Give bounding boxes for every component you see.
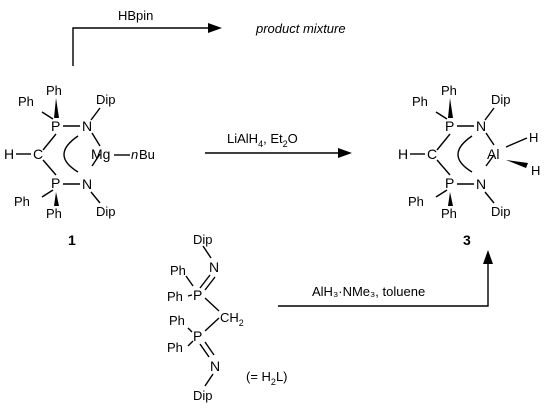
bottom-reagent: AlH₃·NMe₃, toluene bbox=[312, 284, 425, 299]
c1-n-lower: N bbox=[82, 176, 92, 192]
c3-dip-upper: Dip bbox=[491, 92, 511, 107]
lig-ph-2: Ph bbox=[167, 289, 183, 304]
c3-h-upper: H bbox=[529, 130, 538, 145]
c3-c: C bbox=[427, 146, 437, 162]
lig-p-lower: P bbox=[193, 328, 202, 344]
c3-ph-upper-left: Ph bbox=[412, 94, 428, 109]
c1-p-upper: P bbox=[51, 118, 60, 134]
c3-metal-al: Al bbox=[487, 146, 499, 162]
c1-c: C bbox=[33, 146, 43, 162]
lig-n-upper: N bbox=[209, 259, 219, 275]
c1-n-upper: N bbox=[82, 118, 92, 134]
c3-h-lower: H bbox=[531, 163, 540, 178]
lig-p-upper: P bbox=[193, 287, 202, 303]
c3-n-lower: N bbox=[476, 176, 486, 192]
c1-h: H bbox=[4, 146, 14, 162]
c1-dip-upper: Dip bbox=[96, 92, 116, 107]
c1-alkyl-prefix: n bbox=[131, 147, 138, 162]
compound-3-label: 3 bbox=[463, 232, 471, 248]
compound-3: Ph Ph P N Dip Al H H H C P N Dip Ph Ph bbox=[398, 83, 540, 221]
lig-ch2: CH2 bbox=[220, 310, 244, 328]
compound-1: Ph Ph P N Dip Mg n Bu H C P N Dip Ph bbox=[4, 83, 155, 221]
c1-ph-upper-left: Ph bbox=[18, 94, 34, 109]
top-reagent-label: HBpin bbox=[118, 8, 153, 23]
c1-dip-lower: Dip bbox=[96, 204, 116, 219]
c1-ph-lower-left: Ph bbox=[14, 194, 30, 209]
lig-n-lower: N bbox=[210, 358, 220, 374]
lig-ph-3: Ph bbox=[169, 313, 185, 328]
c3-p-lower: P bbox=[445, 175, 454, 191]
c3-ph-lower-left: Ph bbox=[408, 194, 424, 209]
bottom-reaction-arrow bbox=[278, 250, 493, 307]
c3-ph-upper-top: Ph bbox=[441, 83, 457, 98]
c3-dip-lower: Dip bbox=[491, 204, 511, 219]
c1-ph-lower-bottom: Ph bbox=[46, 206, 62, 221]
c3-n-upper: N bbox=[476, 118, 486, 134]
c3-h: H bbox=[398, 146, 408, 162]
compound-1-label: 1 bbox=[68, 232, 76, 248]
lig-h2l-note: (= H2L) bbox=[246, 369, 288, 387]
lig-ph-4: Ph bbox=[167, 340, 183, 355]
middle-reagent: LiAlH4, Et2O bbox=[227, 131, 298, 149]
lig-dip-lower: Dip bbox=[193, 388, 213, 403]
ligand-h2l: Dip N Ph P Ph CH2 Ph P Ph N Dip (= H2L) bbox=[167, 232, 288, 403]
lig-dip-upper: Dip bbox=[193, 232, 213, 247]
c1-p-lower: P bbox=[51, 175, 60, 191]
top-reaction-arrow bbox=[72, 23, 222, 66]
c1-metal-mg: Mg bbox=[91, 146, 110, 162]
c1-ph-upper-top: Ph bbox=[46, 83, 62, 98]
lig-ph-1: Ph bbox=[170, 263, 186, 278]
c3-ph-lower-bottom: Ph bbox=[441, 206, 457, 221]
top-product-label: product mixture bbox=[255, 21, 346, 36]
c1-alkyl: Bu bbox=[139, 147, 155, 162]
middle-reaction-arrow bbox=[205, 148, 352, 158]
c3-p-upper: P bbox=[445, 118, 454, 134]
